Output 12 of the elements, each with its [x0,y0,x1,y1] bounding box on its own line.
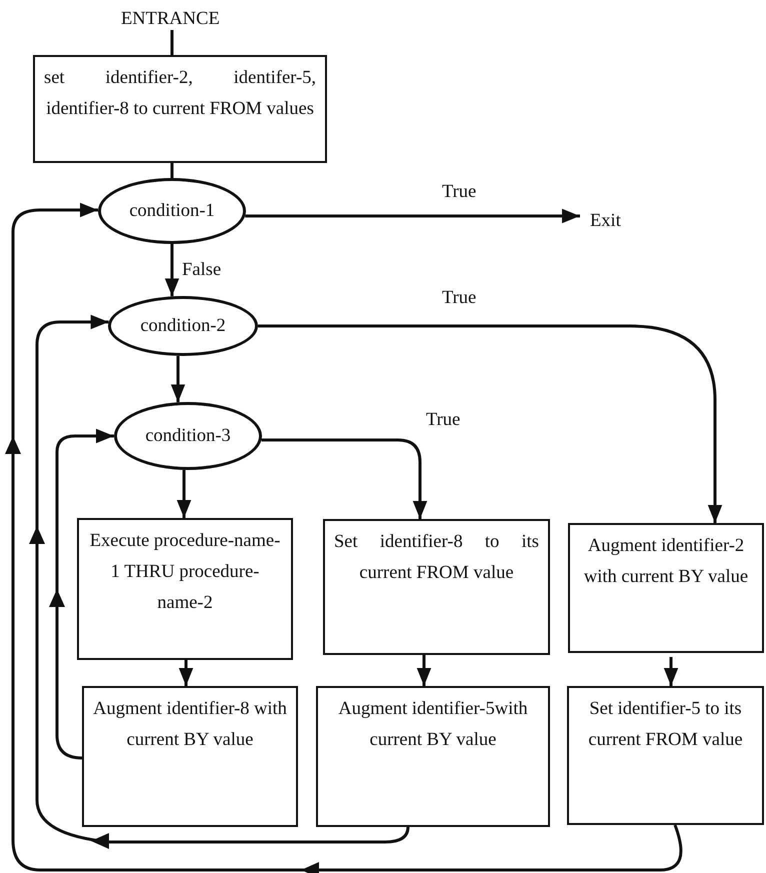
process-box: Augment identifier-5with current BY value [316,686,550,827]
process-box: Set identifier-8 to its current FROM value [323,519,550,655]
process-box: Augment identifier-2 with current BY value [568,523,764,653]
process-box: set identifier-2, identifer-5, identifier-8 to current FROM values [33,55,327,163]
process-box: Execute procedure-name-1 THRU procedure-name-2 [77,518,293,660]
terminal-text: ENTRANCE [121,8,225,30]
process-box: Set identifier-5 to its current FROM value [567,686,764,825]
decision-ellipse: condition-3 [114,402,262,470]
terminal-text: Exit [590,210,630,232]
decision-ellipse: condition-2 [108,296,258,356]
process-box: Augment identifier-8 with current BY value [82,686,298,827]
decision-ellipse: condition-1 [98,178,246,244]
